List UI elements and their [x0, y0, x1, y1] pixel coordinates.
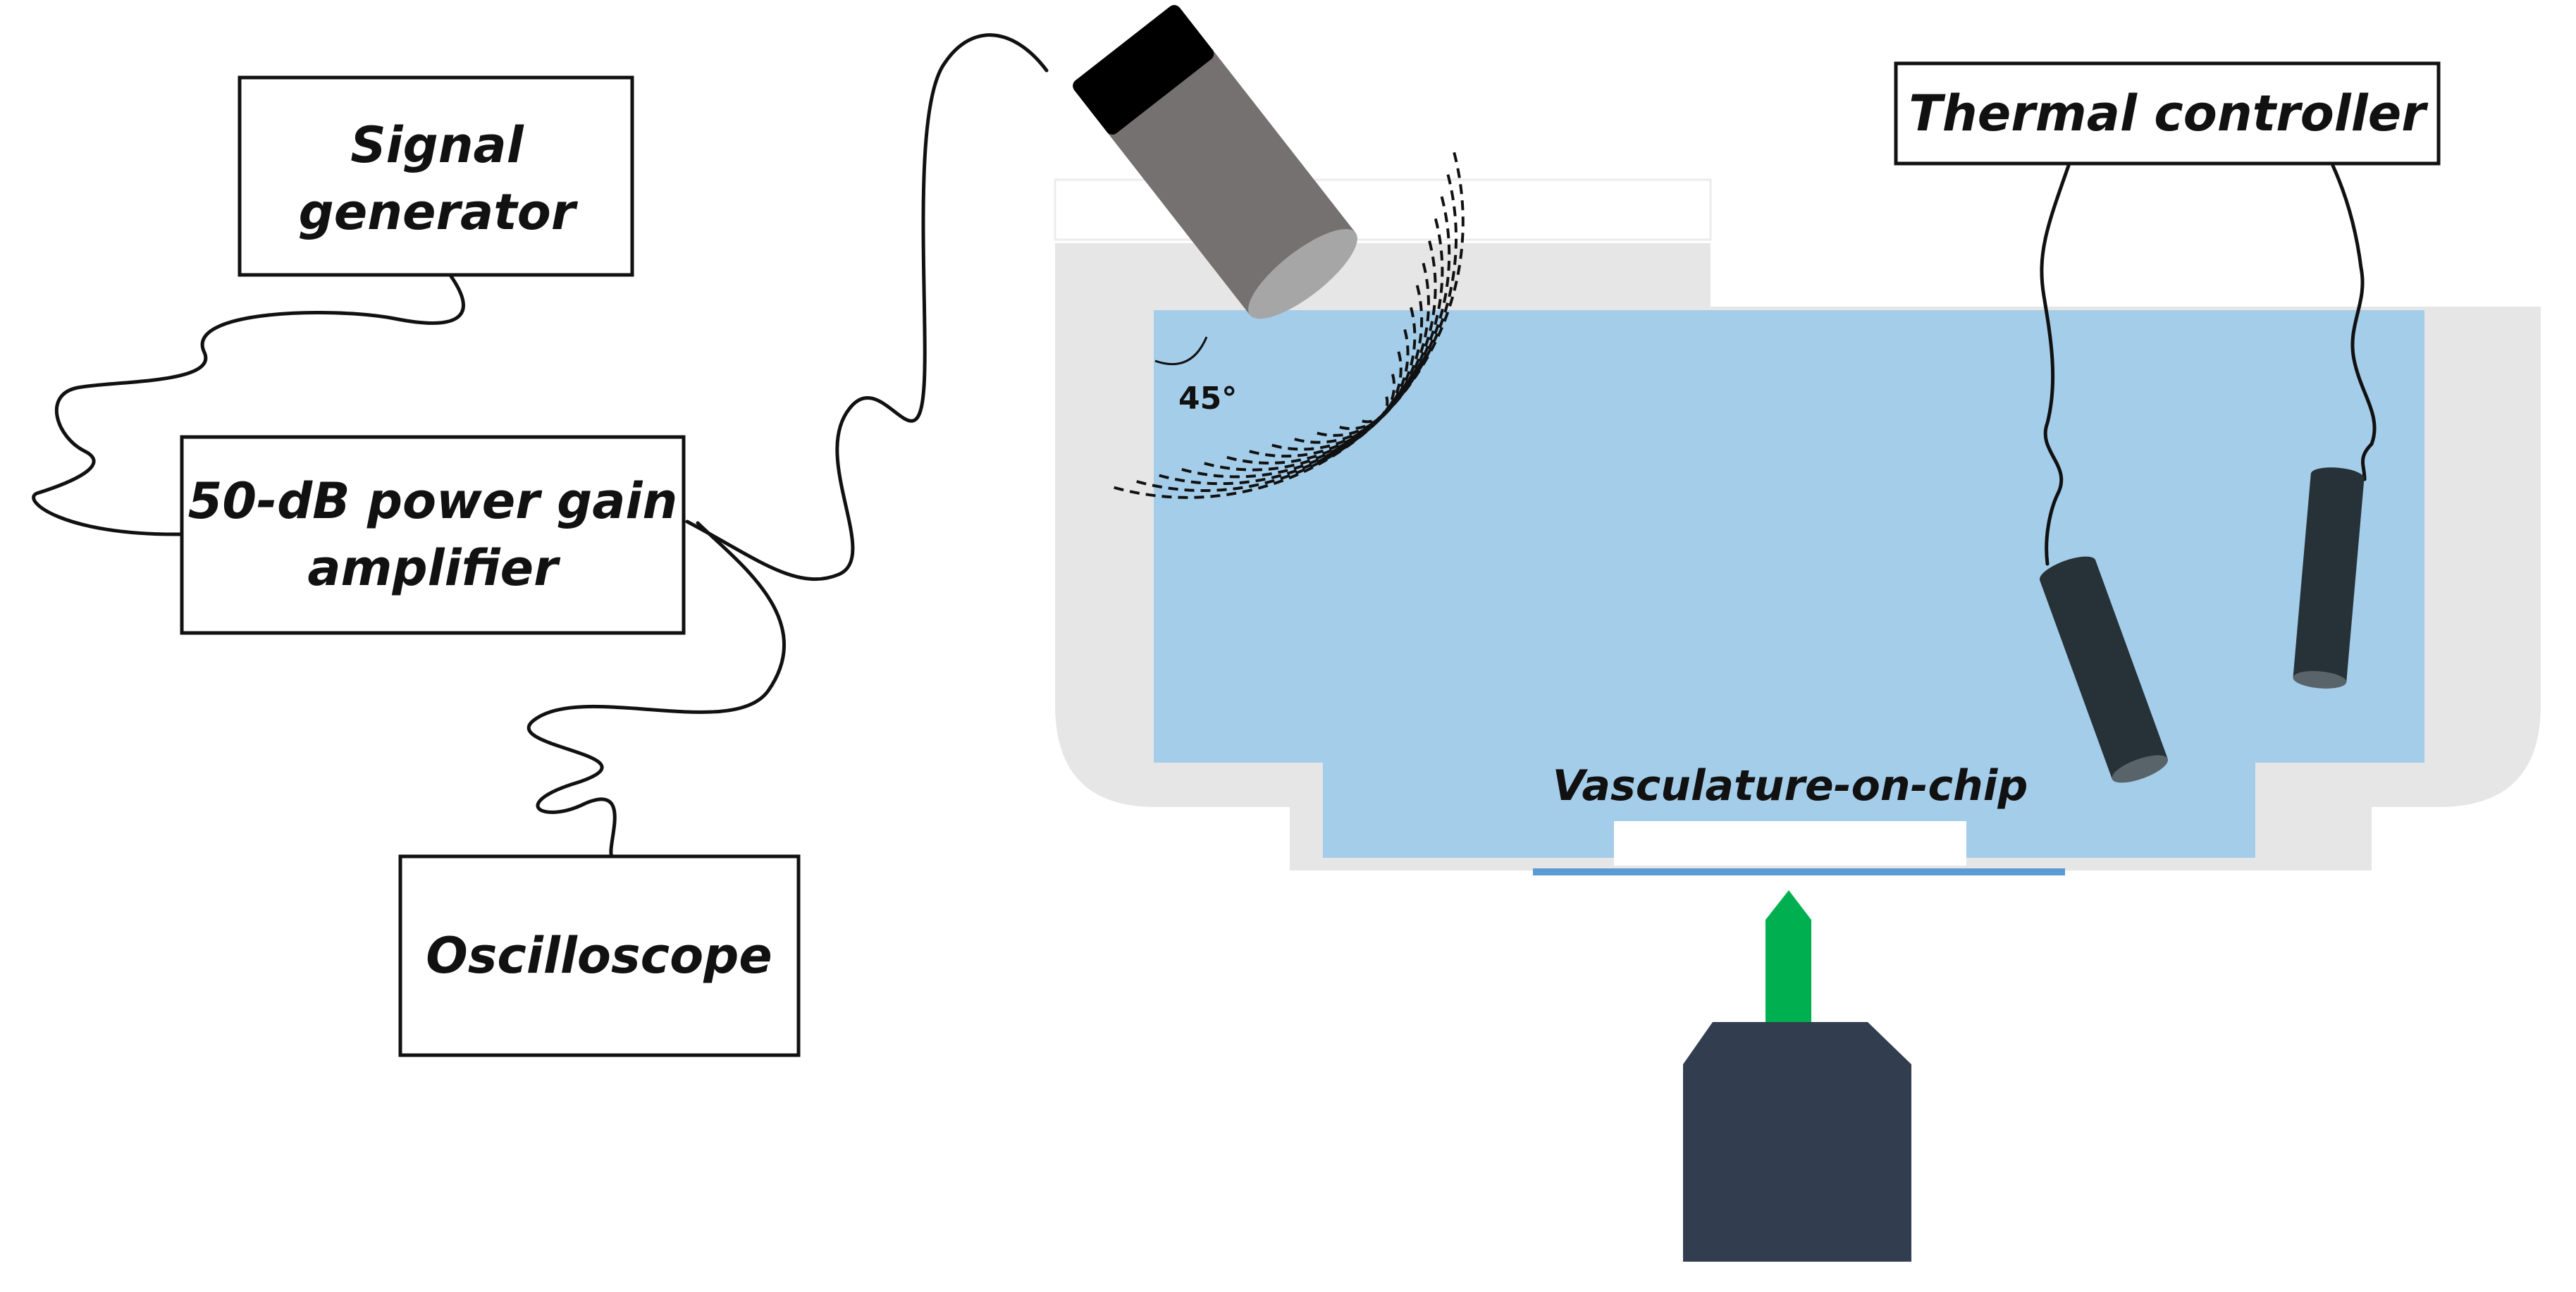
water-tank: [1054, 178, 2541, 875]
angle-arc: [1154, 336, 1208, 366]
cable-controller-probe-left: [2040, 164, 2071, 566]
thermal-controller-box: Thermal controller: [1894, 61, 2441, 166]
cable-controller-probe-right: [2331, 164, 2377, 481]
tank-lid: [1055, 243, 1711, 307]
microscope-objective-icon: [1683, 890, 1911, 1262]
acoustic-wavefront: [1136, 171, 1458, 493]
cable-generator-amplifier: [32, 274, 465, 536]
acoustic-wavefront: [1249, 283, 1424, 458]
objective-body: [1683, 1022, 1911, 1262]
amplifier-box: 50-dB power gain amplifier: [180, 435, 686, 635]
cables: [32, 33, 2377, 859]
signal-generator-label-line1: Signal: [350, 116, 524, 174]
transducer-cap: [1073, 5, 1214, 135]
objective-tip: [1765, 890, 1811, 1022]
ultrasound-transducer-icon: [1073, 5, 1357, 319]
oscilloscope-box: Oscilloscope: [398, 854, 801, 1057]
amplifier-label-line2: amplifier: [307, 539, 561, 597]
transducer-face: [1248, 228, 1357, 319]
acoustic-wavefront: [1114, 148, 1465, 499]
vasculature-chip: [1614, 821, 1966, 866]
glass-slide: [1533, 868, 2065, 875]
thermal-probe-right: [2293, 467, 2365, 689]
thermal-probe-left: [2039, 556, 2169, 783]
acoustic-wavefront: [1204, 238, 1437, 472]
vasculature-on-chip-label: Vasculature-on-chip: [1553, 761, 2028, 811]
thermal-controller-label: Thermal controller: [1909, 85, 2429, 142]
amplifier-label-line1: 50-dB power gain: [188, 472, 678, 530]
signal-generator-box: Signal generator: [238, 75, 634, 277]
acoustic-wavefront: [1159, 193, 1451, 486]
thermal-probe-icon: [2039, 467, 2365, 783]
angle-label: 45°: [1178, 381, 1237, 417]
cable-amplifier-transducer: [685, 33, 1049, 582]
angle-indicator: 45°: [1154, 336, 1237, 417]
oscilloscope-label: Oscilloscope: [426, 927, 772, 985]
transducer-body: [1107, 49, 1356, 316]
acoustic-wave-icon: [1114, 148, 1465, 499]
cable-amplifier-oscilloscope: [526, 521, 786, 859]
signal-generator-label-line2: generator: [299, 183, 579, 241]
